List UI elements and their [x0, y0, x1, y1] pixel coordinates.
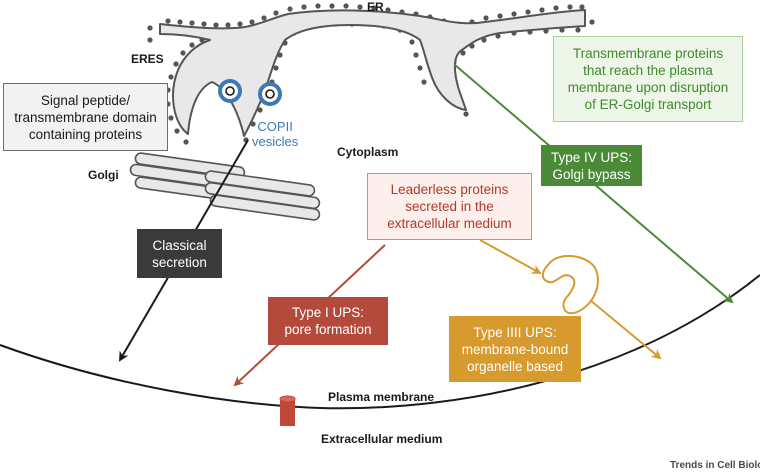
eres-label: ERES — [131, 52, 164, 66]
signal-peptide-box: Signal peptide/ transmembrane domain con… — [3, 83, 168, 151]
ribosome-dot — [463, 111, 469, 117]
box-line: membrane upon disruption — [567, 80, 729, 95]
ribosome-dot — [257, 107, 263, 113]
type-iii-arrow-to-organelle — [479, 239, 542, 274]
ribosome-dot — [301, 4, 307, 10]
box-line: that reach the plasma — [583, 63, 713, 78]
ribosome-dot — [225, 22, 231, 28]
type-iii-ups-box: Type IIII UPS: membrane-bound organelle … — [449, 316, 581, 382]
box-line: extracellular medium — [387, 216, 512, 231]
box-line: Transmembrane proteins — [572, 46, 724, 61]
ribosome-dot — [460, 50, 466, 56]
ribosome-dot — [421, 79, 427, 85]
copii-vesicle — [218, 79, 242, 103]
ribosome-dot — [173, 61, 179, 67]
type-iii-arrow-to-membrane — [589, 299, 662, 360]
ribosome-dot — [168, 115, 174, 121]
ribosome-dot — [273, 65, 279, 71]
ribosome-dot — [481, 37, 487, 43]
ribosome-dot — [417, 65, 423, 71]
leaderless-proteins-box: Leaderless proteins secreted in the extr… — [367, 173, 532, 240]
ribosome-dot — [567, 4, 573, 10]
ribosome-dot — [273, 10, 279, 16]
box-line: Golgi bypass — [552, 166, 631, 182]
type-iv-ups-box: Type IV UPS: Golgi bypass — [541, 145, 642, 186]
ribosome-dot — [189, 42, 195, 48]
box-line: containing proteins — [28, 126, 143, 142]
ribosome-dot — [357, 4, 363, 10]
plasma-membrane-curve — [0, 274, 760, 410]
ribosome-dot — [189, 20, 195, 26]
journal-credit: Trends in Cell Biology — [670, 460, 760, 471]
ribosome-dot — [495, 33, 501, 39]
transmembrane-proteins-box: Transmembrane proteins that reach the pl… — [553, 36, 743, 122]
ribosome-dot — [249, 19, 255, 25]
ribosome-dot — [539, 7, 545, 13]
ribosome-dot — [497, 13, 503, 19]
box-line: membrane-bound — [461, 341, 569, 357]
box-line: Classical — [152, 237, 207, 253]
box-line: secreted in the — [405, 199, 494, 214]
ribosome-dot — [575, 27, 581, 33]
ribosome-dot — [553, 5, 559, 11]
box-line: of ER-Golgi transport — [584, 97, 712, 112]
ribosome-dot — [413, 52, 419, 58]
box-line: Type IV UPS: — [550, 149, 633, 165]
copii-vesicles-label: COPII vesicles — [252, 119, 298, 149]
ribosome-dot — [287, 6, 293, 12]
ribosome-dot — [589, 19, 595, 25]
ribosome-dot — [201, 21, 207, 27]
ribosome-dot — [213, 22, 219, 28]
ribosome-dot — [180, 50, 186, 56]
ribosome-dot — [483, 15, 489, 21]
copii-label-line: COPII — [257, 119, 293, 134]
box-line: secretion — [152, 254, 207, 270]
ribosome-dot — [579, 4, 585, 10]
er-label: ER — [367, 0, 384, 14]
box-line: Type I UPS: — [291, 305, 365, 320]
ribosome-dot — [261, 15, 267, 21]
copii-label-line: vesicles — [252, 134, 299, 149]
membrane-bound-organelle — [541, 254, 599, 315]
ribosome-dot — [237, 21, 243, 27]
ribosome-dot — [177, 19, 183, 25]
box-line: transmembrane domain — [14, 109, 157, 125]
ribosome-dot — [147, 37, 153, 43]
ribosome-dot — [409, 39, 415, 45]
ribosome-dot — [174, 128, 180, 134]
ribosome-dot — [315, 3, 321, 9]
membrane-pore — [279, 395, 296, 426]
extracellular-medium-label: Extracellular medium — [321, 432, 443, 446]
ribosome-dot — [329, 3, 335, 9]
ribosome-dot — [371, 5, 377, 11]
box-line: Leaderless proteins — [390, 182, 509, 197]
classical-secretion-box: Classical secretion — [137, 229, 222, 278]
golgi-label: Golgi — [88, 168, 119, 182]
box-line: organelle based — [466, 358, 564, 374]
ribosome-dot — [525, 9, 531, 15]
box-line: pore formation — [284, 322, 372, 337]
ribosome-dot — [343, 3, 349, 9]
copii-vesicle — [258, 82, 282, 106]
ribosome-dot — [168, 74, 174, 80]
er-membrane — [159, 9, 586, 137]
ribosome-dot — [511, 11, 517, 17]
type-i-ups-box: Type I UPS: pore formation — [268, 297, 388, 345]
ribosome-dot — [147, 25, 153, 31]
ribosome-dot — [165, 18, 171, 24]
box-line: Type IIII UPS: — [473, 324, 557, 340]
golgi-stack — [129, 152, 321, 221]
plasma-membrane-label: Plasma membrane — [328, 390, 435, 404]
ribosome-dot — [183, 139, 189, 145]
box-line: Signal peptide/ — [40, 92, 131, 108]
cytoplasm-label: Cytoplasm — [337, 145, 399, 159]
